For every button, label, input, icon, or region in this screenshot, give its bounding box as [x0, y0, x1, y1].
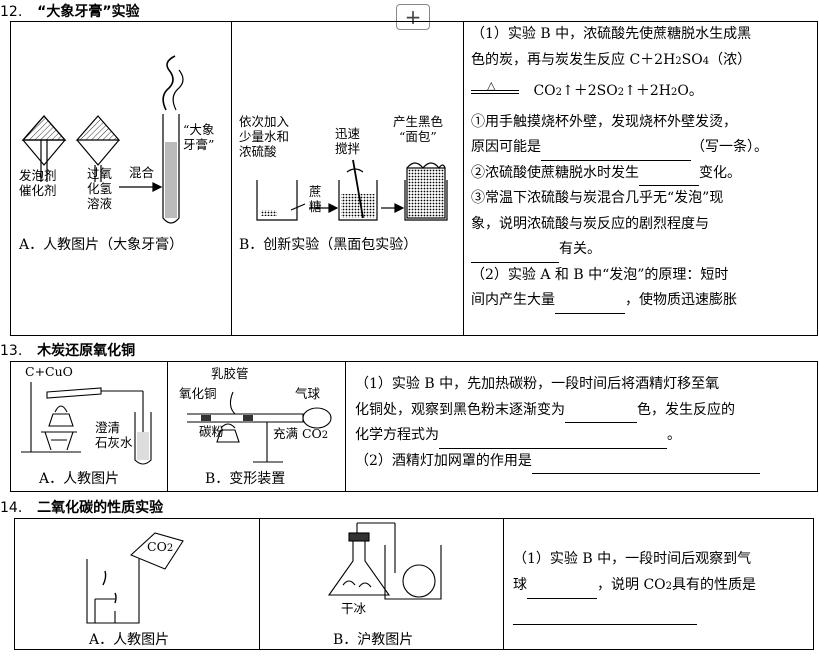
section-title: “大象牙膏”实验 [37, 4, 140, 20]
label-co2: CO2 [147, 539, 174, 554]
label-foaming-agent: 发泡剂催化剂 [19, 168, 57, 198]
section-title: 二氧化碳的性质实验 [37, 500, 164, 516]
section-13-title: 13. 木炭还原氧化铜 [0, 340, 135, 360]
label-c-cuo: C+CuO [25, 364, 73, 379]
label-dry-ice: 干冰 [341, 601, 367, 616]
co2-property-figure-b [327, 522, 442, 600]
label-balloon: 气球 [295, 386, 321, 401]
add-button[interactable]: + [396, 4, 430, 30]
label-latex-tube: 乳胶管 [211, 366, 249, 381]
answer-blank[interactable] [471, 261, 559, 263]
section-12-questions: （1）实验 B 中，浓硫酸先使蔗糖脱水生成黑 色的炭，再与炭发生反应 C＋2H2… [471, 22, 817, 314]
section-number: 12. [0, 4, 23, 20]
elephant-toothpaste-figure [21, 55, 184, 224]
label-elephant-toothpaste: “大象牙膏” [183, 122, 215, 152]
co2-property-figure-a [86, 532, 184, 624]
section-14-box: CO2 A．人教图片 干冰 B．沪教图片 （1）实验 B 中，一段时间后观察到气… [14, 518, 814, 650]
caption-b: B．变形装置 [205, 471, 286, 487]
section-13-questions: （1）实验 B 中，先加热碳粉，一段时间后将酒精灯移至氧 化铜处，观察到黑色粉末… [355, 372, 815, 474]
answer-blank[interactable] [439, 447, 667, 449]
label-sucrose: 蔗糖 [309, 184, 322, 214]
carbon-reduction-figure-b [187, 391, 332, 463]
answer-blank[interactable] [555, 312, 625, 314]
answer-blank[interactable] [565, 422, 637, 423]
caption-a: A．人教图片（大象牙膏） [19, 237, 184, 253]
section-13-box: C+CuO 澄清石灰水 A．人教图片 乳胶管 氧化铜 气球 碳粉 充满 CO2 … [10, 361, 818, 492]
section-number: 13. [0, 343, 23, 359]
answer-blank[interactable] [531, 473, 760, 474]
plus-icon: + [404, 5, 422, 29]
answer-blank[interactable] [527, 598, 597, 599]
answer-blank[interactable] [639, 185, 699, 186]
label-black-bread: 产生黑色“面包” [393, 114, 444, 144]
label-hydrogen-peroxide: 过氧化氢溶液 [87, 166, 113, 211]
label-filled-co2: 充满 CO2 [273, 426, 329, 441]
answer-blank[interactable] [541, 159, 691, 161]
label-mix: 混合 [129, 165, 155, 180]
section-12-title: 12. “大象牙膏”实验 [0, 1, 140, 21]
section-number: 14. [0, 500, 23, 516]
label-limewater: 澄清石灰水 [95, 420, 133, 450]
label-copper-oxide: 氧化铜 [179, 386, 217, 401]
label-carbon-powder: 碳粉 [199, 424, 225, 439]
caption-a: A．人教图片 [39, 471, 120, 487]
caption-b: B．创新实验（黑面包实验） [239, 237, 418, 253]
section-14-questions: （1）实验 B 中，一段时间后观察到气 球，说明 CO2具有的性质是 [513, 547, 813, 625]
label-stir: 迅速搅拌 [335, 126, 361, 156]
section-title: 木炭还原氧化铜 [37, 343, 136, 359]
caption-a: A．人教图片 [89, 632, 170, 648]
black-bread-figure [256, 159, 448, 221]
caption-b: B．沪教图片 [333, 632, 414, 648]
answer-blank[interactable] [513, 623, 697, 625]
section-12-box: 发泡剂催化剂 过氧化氢溶液 混合 “大象牙膏” A．人教图片（大象牙膏） [10, 21, 818, 336]
label-add-water-acid: 依次加入少量水和浓硫酸 [239, 114, 290, 159]
section-14-title: 14. 二氧化碳的性质实验 [0, 497, 163, 517]
carbon-reduction-figure-a [21, 382, 152, 465]
